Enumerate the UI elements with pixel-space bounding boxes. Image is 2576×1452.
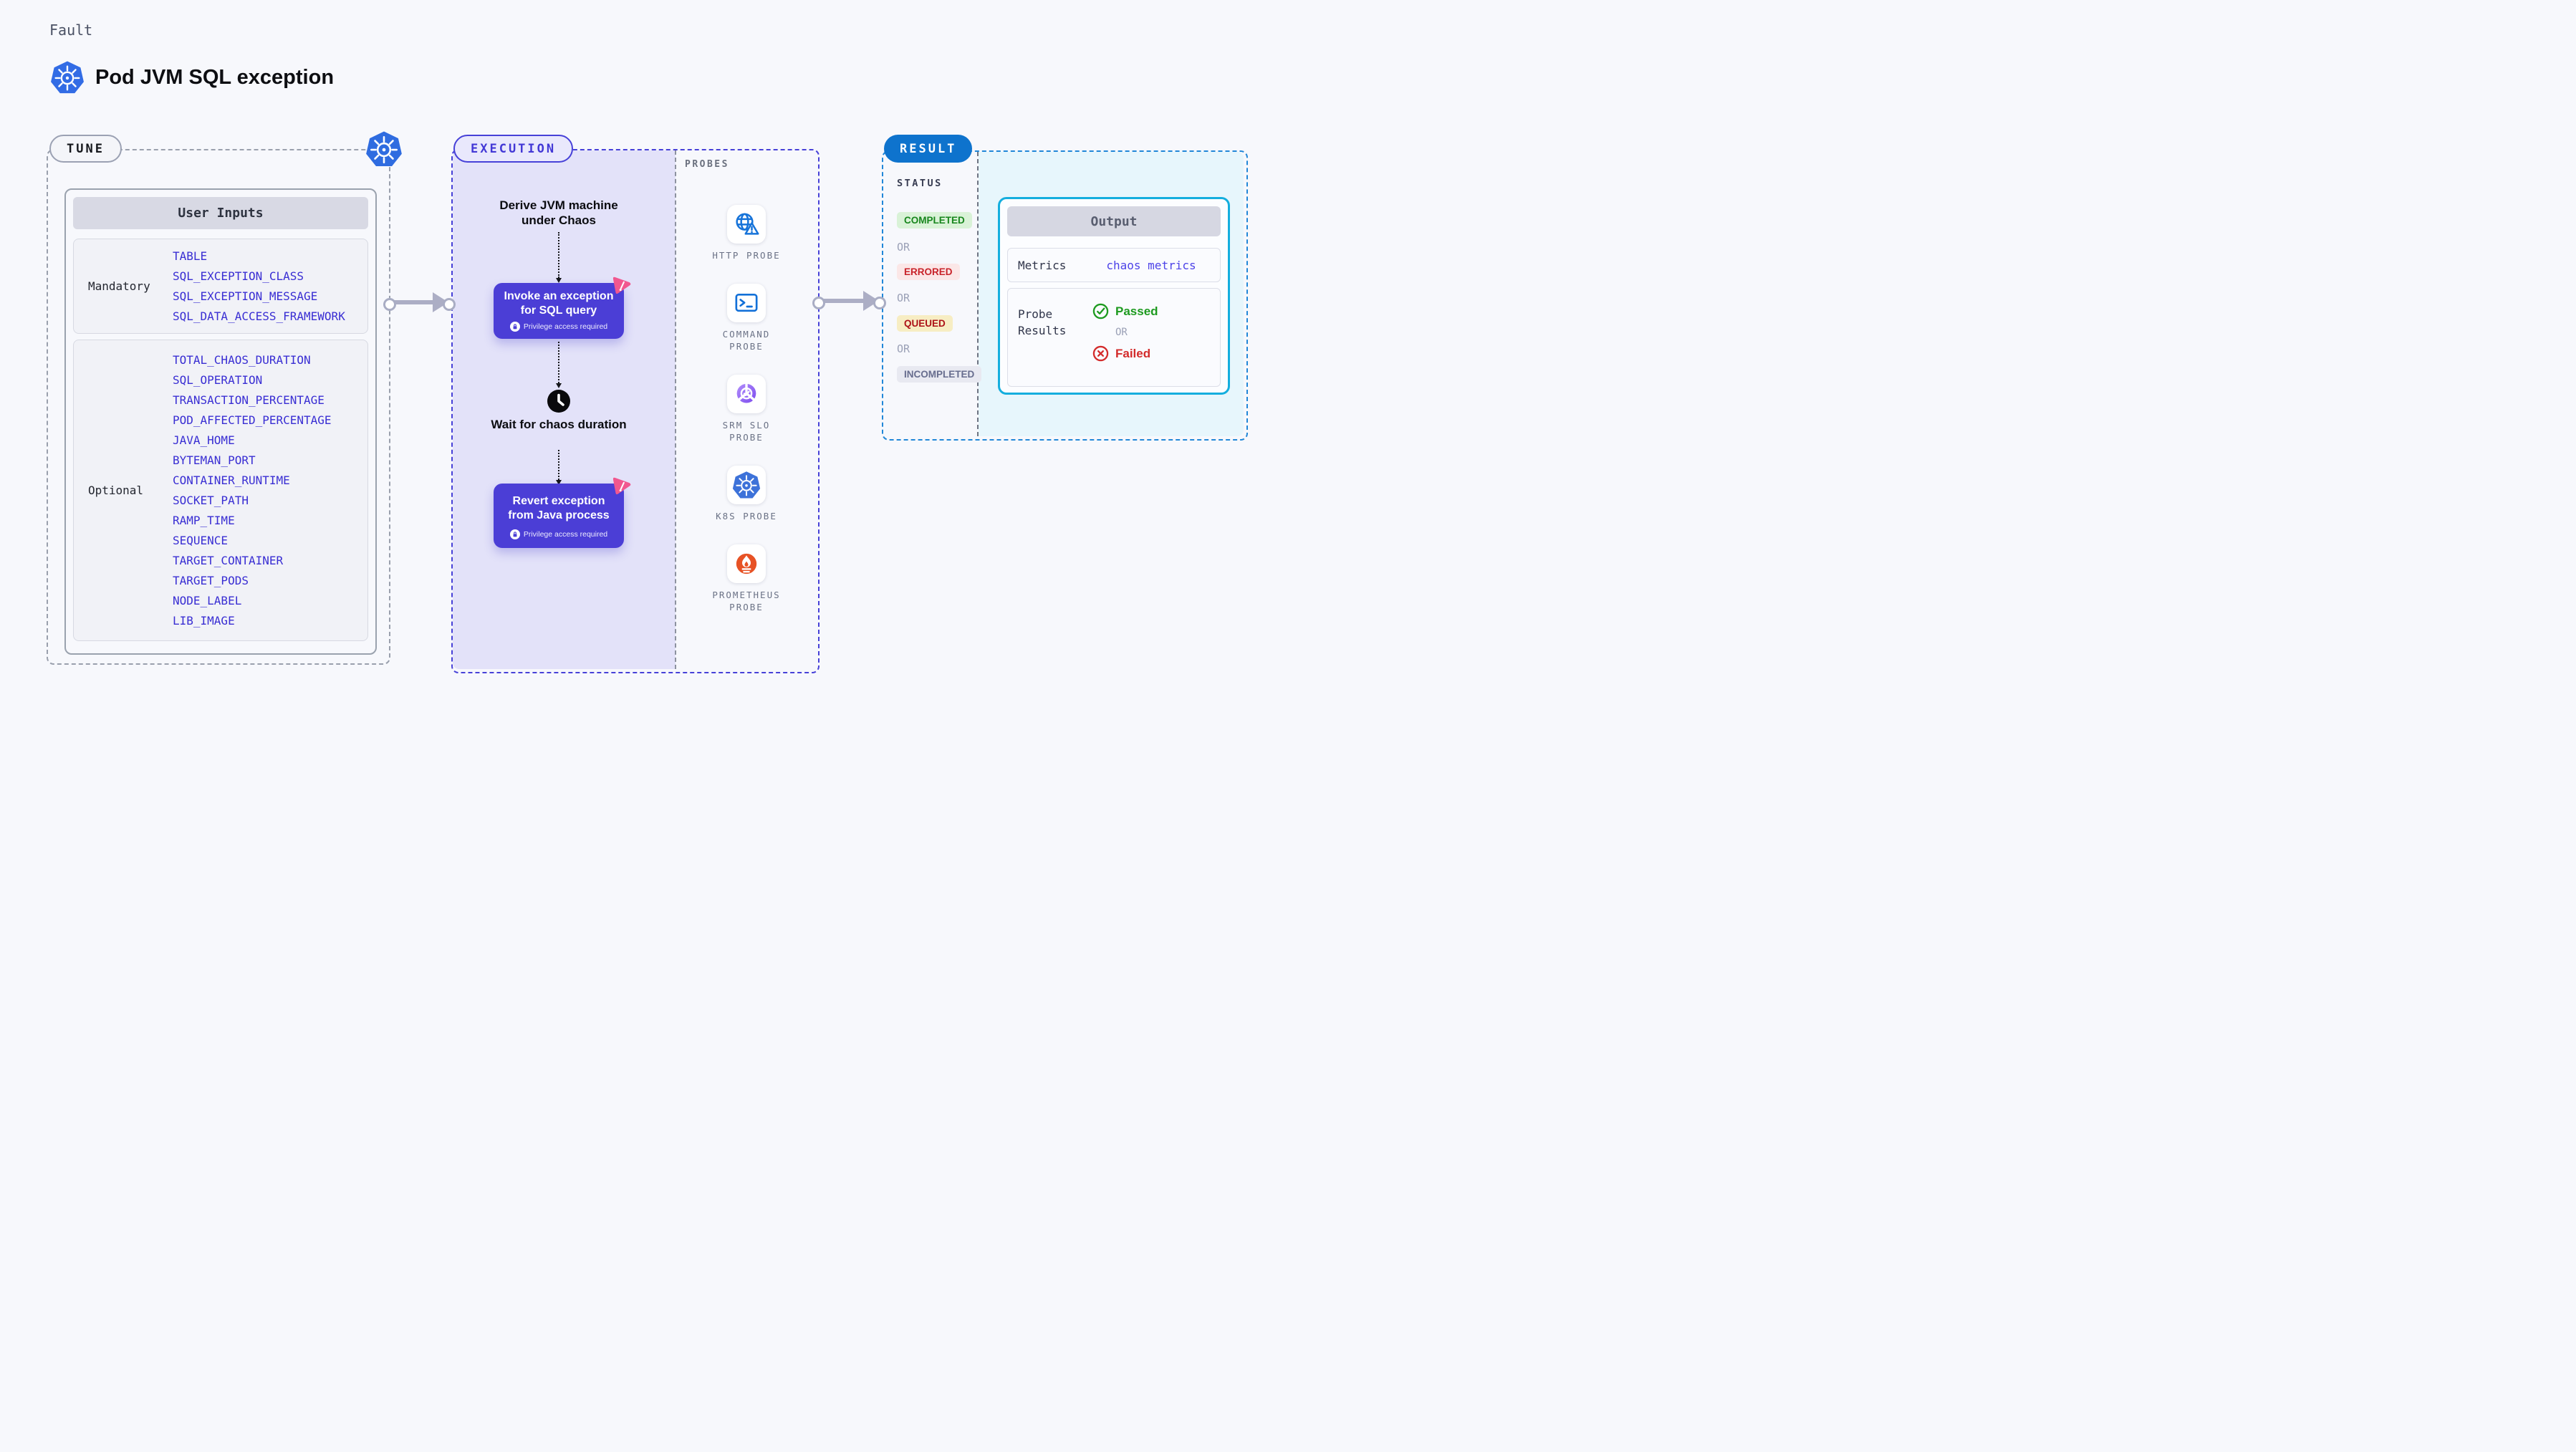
user-inputs-table: User Inputs Mandatory TABLE SQL_EXCEPTION… [64, 188, 377, 655]
env-var: JAVA_HOME [173, 433, 235, 447]
check-circle-icon [1092, 303, 1109, 319]
env-var: LIB_IMAGE [173, 613, 235, 628]
env-var: TARGET_PODS [173, 573, 249, 587]
execution-badge: EXECUTION [453, 135, 574, 163]
step-title: Revert exception from Java process [508, 495, 610, 521]
kubernetes-icon [727, 466, 766, 504]
kubernetes-icon [50, 60, 85, 98]
status-badge-incompleted: INCOMPLETED [897, 366, 982, 383]
env-var: TARGET_CONTAINER [173, 553, 284, 567]
env-var: SQL_EXCEPTION_MESSAGE [173, 289, 318, 303]
user-inputs-title: User Inputs [73, 197, 368, 229]
tune-to-execution-arrow [383, 292, 456, 312]
metrics-value: chaos metrics [1106, 258, 1196, 272]
probe-label: PROMETHEUS PROBE [712, 590, 781, 612]
env-var: SQL_OPERATION [173, 372, 263, 387]
user-inputs-group-mandatory: Mandatory TABLE SQL_EXCEPTION_CLASS SQL_EX… [73, 239, 368, 334]
probe-results-label: Probe Results [1018, 307, 1067, 337]
env-var: POD_AFFECTED_PERCENTAGE [173, 413, 332, 427]
status-badge-errored: ERRORED [897, 264, 960, 280]
mandatory-items: TABLE SQL_EXCEPTION_CLASS SQL_EXCEPTION_ME… [173, 239, 367, 333]
lock-icon [509, 529, 520, 539]
probe-label: K8S PROBE [716, 511, 777, 521]
page-title: Pod JVM SQL exception [95, 66, 335, 89]
probe-label: HTTP PROBE [712, 250, 781, 261]
result-badge: RESULT [884, 135, 973, 163]
group-label: Mandatory [88, 279, 150, 293]
execution-section [451, 149, 820, 673]
metrics-row: Metrics chaos metrics [1007, 248, 1221, 282]
probe-srm-slo: SRM SLO PROBE [693, 375, 800, 443]
env-var: CONTAINER_RUNTIME [173, 473, 290, 487]
clock-icon [547, 389, 571, 417]
probe-label: SRM SLO PROBE [722, 420, 771, 443]
tune-section [47, 149, 390, 665]
probes-label: PROBES [685, 159, 729, 170]
litmus-logo-icon [612, 276, 631, 299]
failed-label: Failed [1115, 346, 1151, 360]
probe-results-row: Probe Results Passed OR [1007, 288, 1221, 387]
revert-exception-step: Revert exception from Java process Privi… [494, 477, 631, 548]
invoke-exception-step: Invoke an exception for SQL query Privil… [494, 277, 631, 339]
env-var: SQL_EXCEPTION_CLASS [173, 269, 304, 283]
status-badge-queued: QUEUED [897, 315, 953, 332]
globe-warning-icon [727, 205, 766, 244]
failed-indicator: Failed [1092, 345, 1158, 362]
or-separator: OR [897, 241, 910, 254]
probe-http: HTTP PROBE [693, 205, 800, 261]
prometheus-flame-icon [727, 544, 766, 583]
env-var: TRANSACTION_PERCENTAGE [173, 393, 325, 407]
kubernetes-corner-icon [365, 130, 403, 171]
or-separator: OR [897, 342, 910, 355]
result-divider [977, 152, 979, 436]
probe-k8s: K8S PROBE [693, 466, 800, 522]
metrics-label: Metrics [1018, 258, 1067, 272]
litmus-logo-icon [612, 476, 631, 499]
probes-list: HTTP PROBE COMMAND PROBE [693, 205, 800, 613]
privilege-note: Privilege access required [523, 530, 608, 539]
output-title: Output [1007, 206, 1221, 236]
env-var: SQL_DATA_ACCESS_FRAMEWORK [173, 309, 345, 323]
connector-derive-invoke [556, 232, 562, 283]
fault-category-label: Fault [49, 21, 93, 39]
env-var: BYTEMAN_PORT [173, 453, 256, 467]
privilege-note: Privilege access required [523, 322, 608, 331]
env-var: TABLE [173, 249, 208, 263]
user-inputs-group-optional: Optional TOTAL_CHAOS_DURATION SQL_OPERATI… [73, 340, 368, 641]
env-var: SOCKET_PATH [173, 493, 249, 507]
lock-icon [509, 322, 520, 332]
result-section [882, 150, 1248, 441]
status-badge-completed: COMPLETED [897, 212, 972, 229]
or-separator: OR [1115, 327, 1128, 338]
step-title: Invoke an exception for SQL query [504, 290, 614, 317]
wait-step-label: Wait for chaos duration [491, 418, 627, 431]
group-label: Optional [88, 484, 144, 497]
probe-prometheus: PROMETHEUS PROBE [693, 544, 800, 613]
connector-wait-revert [556, 450, 562, 485]
fault-diagram: Fault Pod JVM SQL exception TUNE User In… [0, 0, 1288, 726]
env-var: TOTAL_CHAOS_DURATION [173, 352, 311, 367]
connector-invoke-wait [556, 342, 562, 388]
terminal-icon [727, 284, 766, 322]
env-var: RAMP_TIME [173, 513, 235, 527]
output-box: Output Metrics chaos metrics Probe Resul… [998, 197, 1230, 395]
tune-badge: TUNE [49, 135, 122, 163]
passed-indicator: Passed [1092, 303, 1158, 319]
optional-items: TOTAL_CHAOS_DURATION SQL_OPERATION TRANSAC… [173, 340, 367, 640]
passed-label: Passed [1115, 304, 1158, 318]
status-label: STATUS [897, 178, 943, 189]
env-var: NODE_LABEL [173, 593, 242, 607]
execution-to-result-arrow [812, 291, 886, 311]
probe-label: COMMAND PROBE [722, 329, 771, 352]
slo-donut-icon [727, 375, 766, 413]
or-separator: OR [897, 292, 910, 304]
x-circle-icon [1092, 345, 1109, 362]
probes-divider [675, 150, 676, 669]
env-var: SEQUENCE [173, 533, 229, 547]
probe-command: COMMAND PROBE [693, 284, 800, 352]
derive-step-label: Derive JVM machine under Chaos [499, 198, 618, 227]
